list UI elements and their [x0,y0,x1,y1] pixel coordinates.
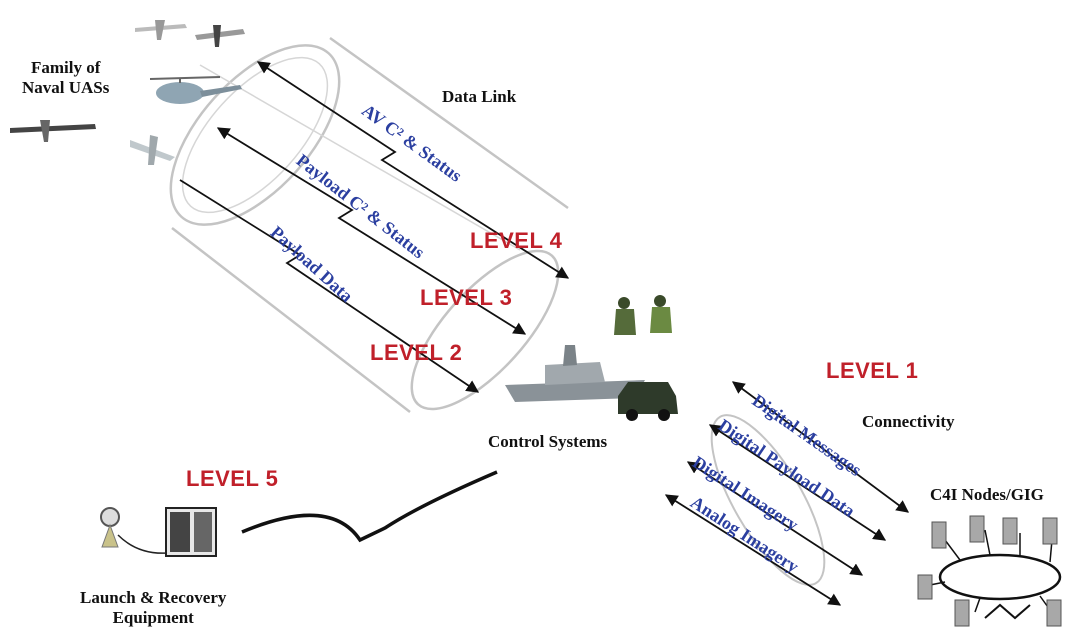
c4i-label: C4I Nodes/GIG [930,485,1044,504]
launch-recovery-label: Launch & Recovery Equipment [80,588,226,628]
vehicle-icon [618,382,678,421]
arrow-payload-status [216,127,527,335]
family-label-line2: Naval UASs [22,78,110,97]
launch-recovery-link [241,470,498,543]
soldier-icon [614,295,672,335]
control-systems-label: Control Systems [488,432,608,451]
level-4-label: LEVEL 4 [470,228,563,253]
level-2-label: LEVEL 2 [370,340,463,365]
launch-label-line2: Equipment [112,608,194,627]
control-systems-graphic [505,295,678,421]
level-3-label: LEVEL 3 [420,285,513,310]
uav-icon [10,120,96,142]
arrow-analog-imagery [664,494,842,606]
connectivity-arrows [664,381,910,606]
arrow-payload-data [179,179,480,393]
uav-icon [130,135,175,165]
launch-recovery-equipment-icon [100,507,217,557]
helicopter-icon [149,76,242,104]
uav-icon [195,25,245,47]
data-link-label: Data Link [442,87,517,106]
c4i-network-icon [917,515,1062,627]
family-label: Family of Naval UASs [22,58,109,98]
family-label-line1: Family of [30,58,101,77]
connectivity-label: Connectivity [862,412,955,431]
uav-group [10,20,245,165]
level-5-label: LEVEL 5 [186,466,279,491]
data-link-cylinder [169,36,569,413]
ship-icon [505,345,645,402]
uav-icon [135,20,187,40]
data-link-arrows [179,61,570,393]
launch-label-line1: Launch & Recovery [80,588,227,607]
level-1-label: LEVEL 1 [826,358,919,383]
